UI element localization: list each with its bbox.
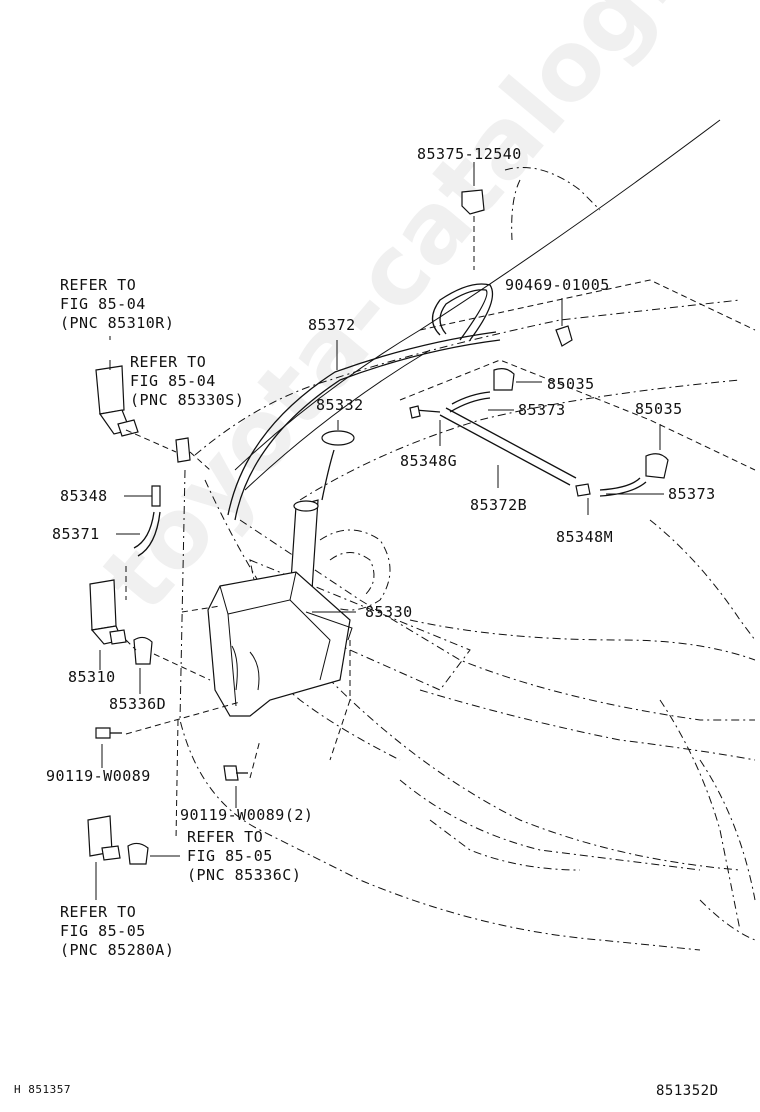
refer-note-85280A: REFER TO FIG 85-05 (PNC 85280A) [60,903,175,959]
part-label-85348G: 85348G [400,452,458,470]
part-label-85336D: 85336D [109,695,167,713]
part-label-90119-W0089-2: 90119-W0089(2) [180,806,314,824]
hood-lines [234,119,756,491]
part-label-90119-W0089: 90119-W0089 [46,767,151,785]
refer-note-85330S: REFER TO FIG 85-04 (PNC 85330S) [130,353,245,409]
part-label-85330: 85330 [365,603,413,621]
part-label-85332: 85332 [316,396,364,414]
part-label-85372B: 85372B [470,496,528,514]
footer-left-code: H 851357 [14,1083,71,1096]
part-label-85372: 85372 [308,316,356,334]
part-label-85373-a: 85373 [518,401,566,419]
part-label-85348M: 85348M [556,528,614,546]
footer-diagram-code: 851352D [656,1083,719,1099]
refer-note-85310R: REFER TO FIG 85-04 (PNC 85310R) [60,276,175,332]
washer-tank [207,499,353,717]
leader-lines [95,162,664,900]
refer-note-85336C: REFER TO FIG 85-05 (PNC 85336C) [187,828,302,884]
part-label-85371: 85371 [52,525,100,543]
part-label-85375-12540: 85375-12540 [417,145,522,163]
part-label-85373-b: 85373 [668,485,716,503]
part-label-85035-a: 85035 [547,375,595,393]
vehicle-outline [179,167,756,951]
part-label-85348: 85348 [60,487,108,505]
part-label-85035-b: 85035 [635,400,683,418]
part-label-85310: 85310 [68,668,116,686]
hoses [227,283,647,521]
part-label-90469-01005: 90469-01005 [505,276,610,294]
small-parts [95,189,669,865]
pumps [87,365,139,861]
